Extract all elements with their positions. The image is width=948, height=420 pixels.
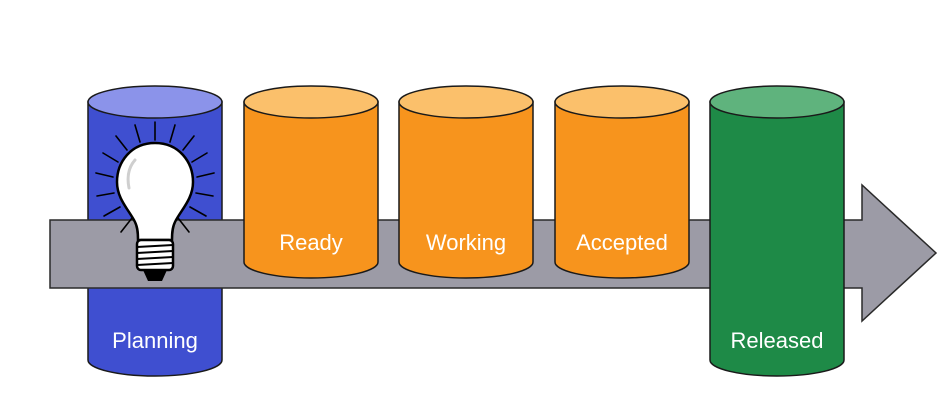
- lightbulb-icon: [95, 121, 215, 281]
- cylinder-released-body: [709, 101, 845, 377]
- cylinder-accepted: [554, 85, 690, 279]
- label-released: Released: [731, 328, 824, 353]
- cylinder-working-top: [398, 85, 534, 119]
- cylinder-accepted-body: [554, 101, 690, 279]
- cylinder-ready: [243, 85, 379, 279]
- cylinder-released: [709, 85, 845, 377]
- label-working: Working: [426, 230, 506, 255]
- cylinder-working-body: [398, 101, 534, 279]
- cylinder-accepted-top: [554, 85, 690, 119]
- label-accepted: Accepted: [576, 230, 668, 255]
- label-planning: Planning: [112, 328, 198, 353]
- cylinder-planning-top: [87, 85, 223, 119]
- label-ready: Ready: [279, 230, 343, 255]
- cylinder-working: [398, 85, 534, 279]
- cylinder-released-top: [709, 85, 845, 119]
- cylinder-ready-body: [243, 101, 379, 279]
- cylinder-ready-top: [243, 85, 379, 119]
